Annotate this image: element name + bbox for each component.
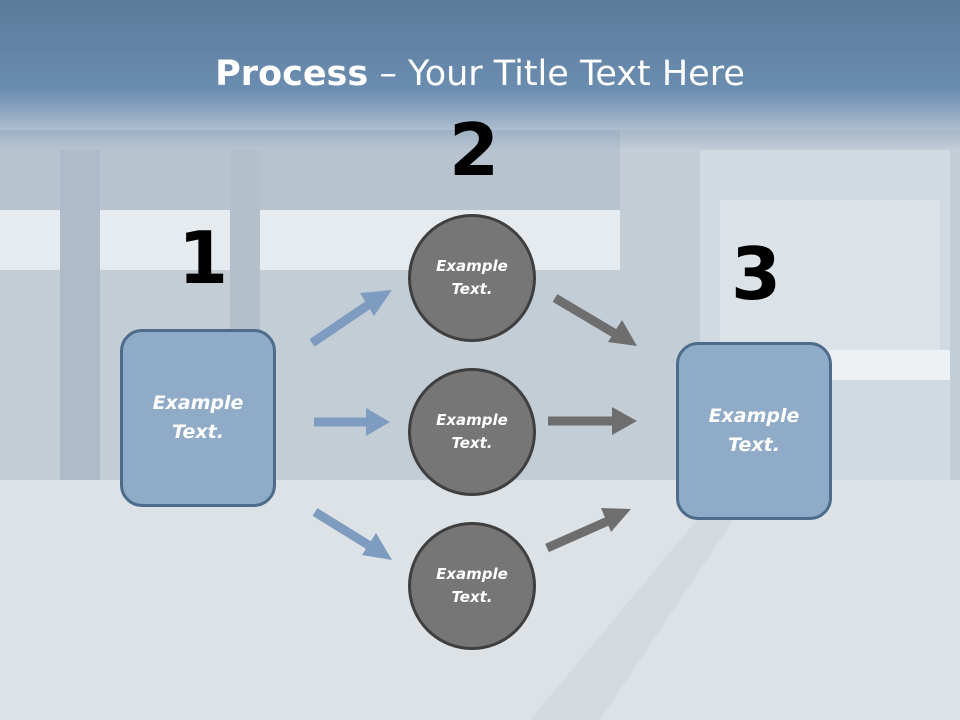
slide-title: Process – Your Title Text Here [0, 54, 960, 94]
step-box-right-label: Example Text. [708, 405, 800, 456]
process-circle-bottom: Example Text. [408, 522, 536, 650]
arrow-middle-to-right [548, 407, 637, 435]
process-circle-middle: Example Text. [408, 368, 536, 496]
arrow-top-to-right [552, 294, 637, 346]
title-bold: Process [215, 54, 369, 94]
arrow-left-to-bottom [312, 508, 392, 560]
title-bar [0, 0, 960, 150]
process-circle-top-label: Example Text. [436, 257, 508, 298]
title-rest: – Your Title Text Here [368, 54, 745, 94]
arrow-left-to-top [309, 290, 392, 347]
step-number-3: 3 [731, 232, 782, 316]
step-number-2: 2 [449, 108, 500, 192]
arrow-bottom-to-right [545, 508, 631, 553]
process-circle-middle-label: Example Text. [436, 411, 508, 452]
arrow-left-to-middle [314, 408, 390, 436]
step-box-left: Example Text. [120, 329, 276, 507]
process-circle-top: Example Text. [408, 214, 536, 342]
step-number-1: 1 [178, 216, 229, 300]
step-box-left-label: Example Text. [152, 392, 244, 443]
step-box-right: Example Text. [676, 342, 832, 520]
process-circle-bottom-label: Example Text. [436, 565, 508, 606]
